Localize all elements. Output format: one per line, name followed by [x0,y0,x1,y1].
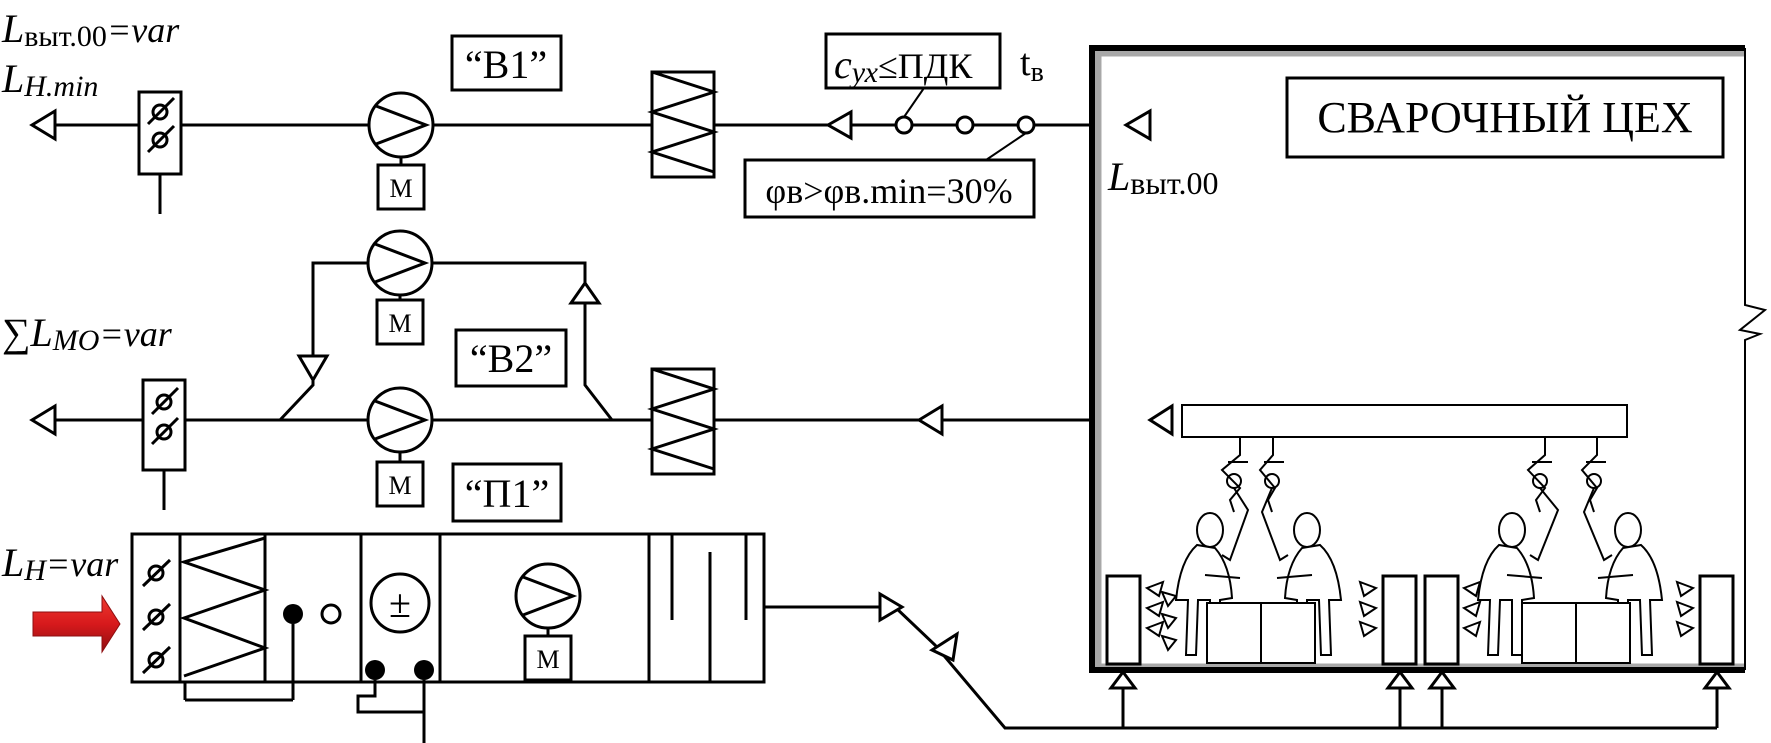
unit-b2-label: “В2” [470,336,552,381]
sensor-temperature [985,115,1036,161]
bypass-up-arrow-icon [568,280,602,305]
welder-figure [1476,512,1543,656]
unit-b1-label: “В1” [465,42,547,87]
heater-icon [369,572,431,634]
room-exhaust-arrow-icon [1123,108,1152,142]
supply-unit-p1: ± М LH=var [1,532,1717,743]
sensor-gas [894,87,925,135]
label-l-h-min: LH.min [1,56,98,103]
sensor-humidity-label: φв>φв.min=30% [765,171,1012,211]
damper-icon [141,378,187,510]
svg-text:М: М [388,309,411,338]
workshop-title: СВАРОЧНЫЙ ЦЕХ [1317,93,1692,142]
unit-p1-frame [451,462,563,523]
label-sum-l-mo: ∑LМО=var [2,310,173,357]
sensor-gas-label: cух≤ПДК [834,42,973,89]
workshop-room: СВАРОЧНЫЙ ЦЕХ [1089,45,1768,673]
supply-terminals [1105,574,1735,728]
outdoor-air-arrow-icon [32,594,121,654]
fan-b1-icon [367,91,435,159]
air-terminal [1105,574,1142,666]
fan-b2-icon [366,386,434,454]
welders [1174,512,1664,664]
air-terminal [1381,574,1418,666]
bypass-down-arrow-icon [296,354,330,383]
svg-text:М: М [389,174,412,203]
fan-p1-icon [514,562,582,630]
label-l-vyt-var: Lвыт.00=var [1,6,180,53]
sensor-gas-frame [824,32,1002,90]
motor-b2: М [375,460,425,508]
fan-b2-reserve-icon [366,229,434,297]
heater-symbol: ± [389,581,411,626]
local-exhaust-collector [1181,404,1628,562]
sensor-humidity [955,115,975,135]
filter-b1-icon [647,70,719,179]
exhaust-line-b1: М “В1” cух≤ПДК tв φв>φв.min=30% Lвыт.00 … [1,6,1218,219]
flow-arrow-icon [878,591,905,623]
label-tv: tв [1020,42,1044,88]
svg-text:М: М [388,471,411,500]
motor-b2-reserve: М [375,298,425,346]
sensor-dot [283,604,303,624]
motor-b1: М [376,163,426,211]
unit-b1-frame [450,34,563,92]
flow-arrow-icon [928,630,959,663]
workshop-wall [1089,45,1745,673]
outlet-arrow-icon [29,403,57,437]
filter-b2-icon [647,367,719,476]
damper-icon [137,90,183,214]
break-line [1737,48,1768,670]
air-terminal [1698,574,1735,666]
filter-icon [179,536,270,678]
air-terminal [1423,574,1460,666]
label-l-h-var: LH=var [1,540,119,587]
workshop-title-frame [1285,76,1725,159]
room-exhaust-arrow-icon [1147,403,1174,437]
outlet-arrow-icon [29,108,57,142]
label-l-vyt-00: Lвыт.00 [1107,154,1218,201]
flow-arrow-icon [916,403,944,437]
sensor-humidity-frame [743,158,1036,219]
unit-p1-label: “П1” [465,471,549,516]
motor-p1: М [523,634,573,682]
damper-icon [141,558,172,675]
sensor-ring [320,603,342,625]
svg-text:М: М [536,645,559,674]
unit-b2-frame [454,328,568,388]
flow-arrow-icon [824,109,853,141]
exhaust-line-b2: М М “В2” “П1” ∑LМО=var [2,229,1174,523]
